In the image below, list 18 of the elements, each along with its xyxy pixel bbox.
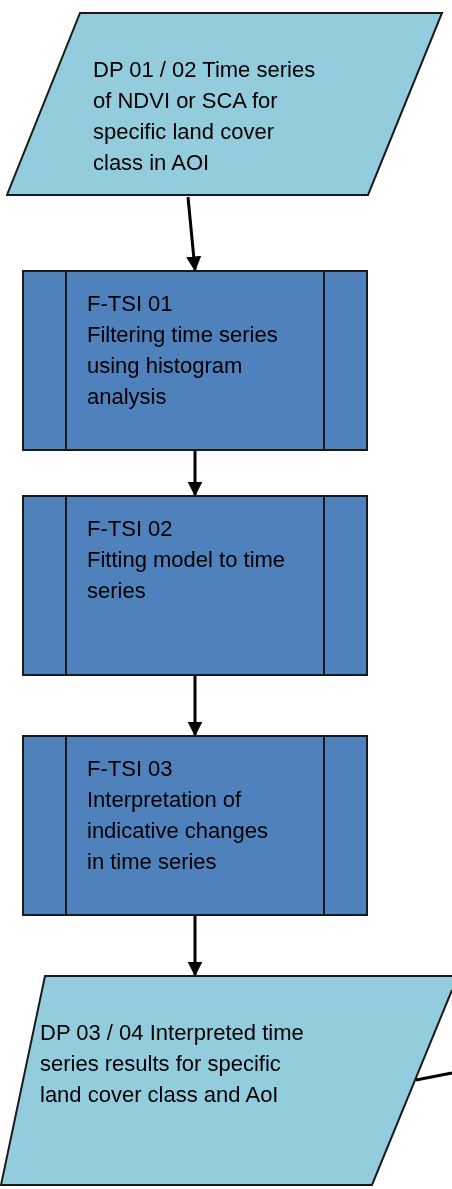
arrow xyxy=(187,916,203,977)
data-parallelogram xyxy=(6,12,444,197)
process-id: F-TSI 03 xyxy=(87,755,174,783)
process-id: F-TSI 01 xyxy=(87,290,174,318)
arrow xyxy=(187,451,203,497)
data-label: DP 01 / 02 Time series of NDVI or SCA for specific land cover class in AOI xyxy=(93,56,317,177)
predefined-process-box xyxy=(22,495,368,676)
arrow xyxy=(187,676,203,737)
arrow xyxy=(186,196,202,272)
data-label: DP 03 / 04 Interpreted time series results for specific land cover class and AoI xyxy=(40,1019,305,1109)
predefined-process-box xyxy=(22,270,368,451)
data-parallelogram xyxy=(0,975,452,1186)
process-description: Filtering time series using histogram analysis xyxy=(87,321,279,411)
predefined-process-box xyxy=(22,735,368,916)
process-description: Fitting model to time series xyxy=(87,546,287,605)
process-description: Interpretation of indicative changes in time series xyxy=(87,786,269,876)
process-id: F-TSI 02 xyxy=(87,515,174,543)
connector-line xyxy=(415,1071,452,1082)
